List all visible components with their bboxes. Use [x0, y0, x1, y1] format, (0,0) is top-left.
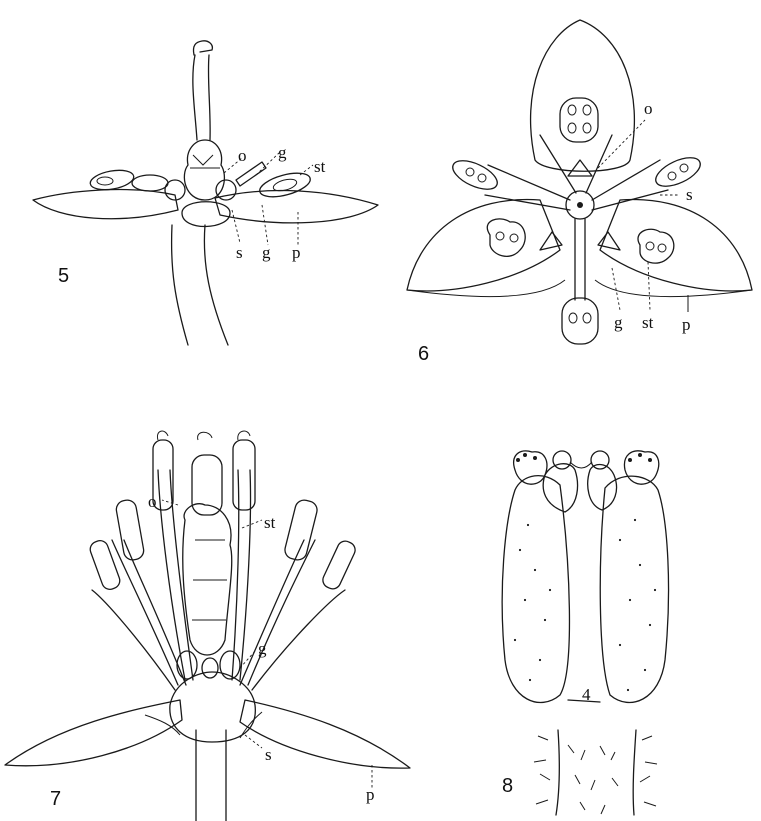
fig7-label-st: st — [264, 513, 276, 532]
fig5-label-st: st — [314, 157, 326, 176]
fig5-label-g: g — [278, 143, 287, 162]
fig5-label-p: p — [292, 243, 301, 262]
fig6-label-p: p — [682, 315, 691, 334]
fig7-label-s: s — [265, 745, 272, 764]
fig5-label-o: o — [238, 146, 247, 165]
fig5-label-s: s — [236, 243, 243, 262]
fig6-label-s: s — [686, 185, 693, 204]
figure-8-number: 8 — [502, 775, 513, 797]
fig6-label-g: g — [614, 313, 623, 332]
figure-7 — [5, 431, 410, 821]
fig7-label-g: g — [258, 639, 267, 658]
figure-5-number: 5 — [58, 265, 69, 287]
fig6-label-st: st — [642, 313, 654, 332]
figure-7-number: 7 — [50, 788, 61, 810]
figure-8 — [502, 451, 668, 815]
fig7-label-o: o — [148, 492, 157, 511]
fig7-label-p: p — [366, 785, 375, 804]
figure-6 — [407, 20, 752, 344]
figure-5 — [33, 41, 378, 345]
fig6-label-o: o — [644, 99, 653, 118]
figure-6-number: 6 — [418, 343, 429, 365]
fig8-label-marker: 4 — [582, 685, 591, 704]
fig5-label-g-lower: g — [262, 243, 271, 262]
